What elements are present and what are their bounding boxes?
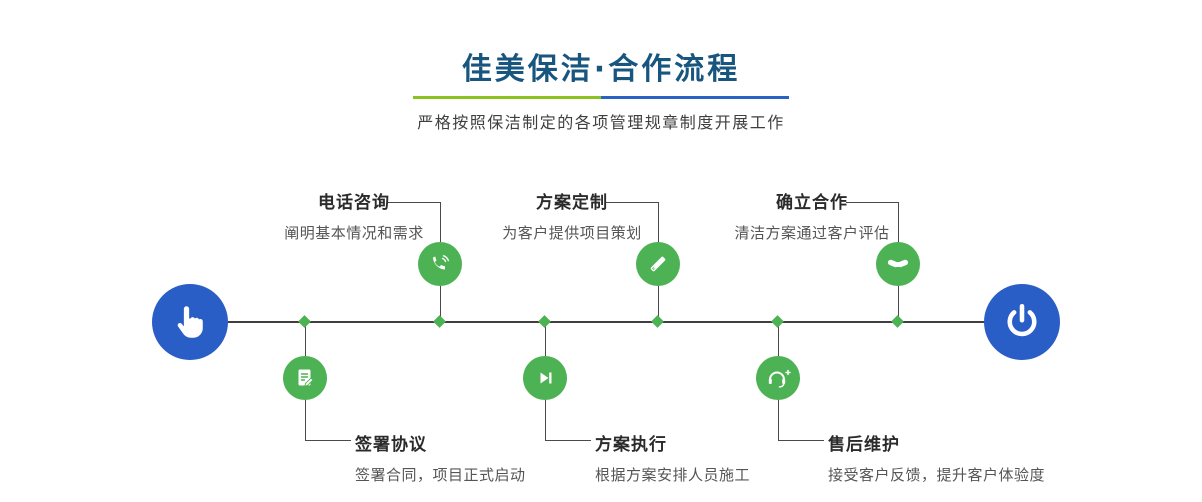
timeline-marker bbox=[298, 315, 311, 328]
connector-line bbox=[778, 440, 824, 441]
step-aftersale: 售后维护 接受客户反馈，提升客户体验度 bbox=[828, 430, 1118, 485]
timeline-marker bbox=[433, 315, 446, 328]
step-node-aftersale bbox=[756, 356, 800, 400]
step-handshake: 确立合作 清洁方案通过客户评估 bbox=[697, 188, 927, 243]
step-phone: 电话咨询 阐明基本情况和需求 bbox=[239, 188, 469, 243]
timeline-marker bbox=[538, 315, 551, 328]
connector-line bbox=[658, 286, 659, 322]
headset-icon bbox=[765, 366, 791, 390]
step-node-design bbox=[636, 242, 680, 286]
step-node-contract bbox=[283, 356, 327, 400]
connector-line bbox=[305, 440, 351, 441]
step-desc: 清洁方案通过客户评估 bbox=[734, 224, 890, 242]
play-icon bbox=[533, 366, 557, 390]
step-node-execute bbox=[523, 356, 567, 400]
connector-line bbox=[545, 440, 591, 441]
design-icon bbox=[646, 252, 670, 276]
step-node-handshake bbox=[876, 242, 920, 286]
divider-blue-segment bbox=[601, 96, 789, 99]
step-execute: 方案执行 根据方案安排人员施工 bbox=[595, 430, 885, 485]
phone-icon bbox=[428, 252, 452, 276]
page-subtitle: 严格按照保洁制定的各项管理规章制度开展工作 bbox=[417, 113, 785, 132]
connector-line bbox=[658, 202, 659, 242]
timeline-marker bbox=[651, 315, 664, 328]
step-desc: 为客户提供项目策划 bbox=[502, 224, 642, 242]
step-title: 确立合作 bbox=[776, 193, 848, 213]
connector-line bbox=[606, 202, 658, 203]
title-divider bbox=[413, 96, 789, 99]
connector-line bbox=[440, 286, 441, 322]
step-desc: 签署合同，项目正式启动 bbox=[355, 466, 526, 484]
power-icon bbox=[1001, 301, 1043, 343]
timeline-line bbox=[228, 321, 990, 323]
page-title: 佳美保洁·合作流程 bbox=[461, 52, 741, 87]
connector-line bbox=[898, 286, 899, 322]
timeline-end-node bbox=[984, 284, 1060, 360]
step-title: 售后维护 bbox=[828, 435, 900, 455]
step-desc: 接受客户反馈，提升客户体验度 bbox=[828, 466, 1046, 484]
timeline-marker bbox=[771, 315, 784, 328]
connector-line bbox=[388, 202, 440, 203]
connector-line bbox=[846, 202, 898, 203]
step-desc: 阐明基本情况和需求 bbox=[284, 224, 424, 242]
divider-green-segment bbox=[413, 96, 601, 99]
connector-line bbox=[305, 400, 306, 440]
step-design: 方案定制 为客户提供项目策划 bbox=[457, 188, 687, 243]
handshake-icon bbox=[885, 251, 911, 277]
step-title: 电话咨询 bbox=[318, 193, 390, 213]
step-node-phone bbox=[418, 242, 462, 286]
timeline-marker bbox=[891, 315, 904, 328]
connector-line bbox=[545, 400, 546, 440]
connector-line bbox=[305, 322, 306, 356]
timeline-start-node bbox=[152, 284, 228, 360]
contract-icon bbox=[293, 366, 317, 390]
step-title: 方案定制 bbox=[536, 193, 608, 213]
connector-line bbox=[545, 322, 546, 356]
connector-line bbox=[778, 322, 779, 356]
pointing-hand-icon bbox=[169, 301, 211, 343]
step-contract: 签署协议 签署合同，项目正式启动 bbox=[355, 430, 645, 485]
step-desc: 根据方案安排人员施工 bbox=[595, 466, 751, 484]
connector-line bbox=[440, 202, 441, 242]
step-title: 签署协议 bbox=[355, 435, 427, 455]
connector-line bbox=[898, 202, 899, 242]
connector-line bbox=[778, 400, 779, 440]
step-title: 方案执行 bbox=[595, 435, 667, 455]
